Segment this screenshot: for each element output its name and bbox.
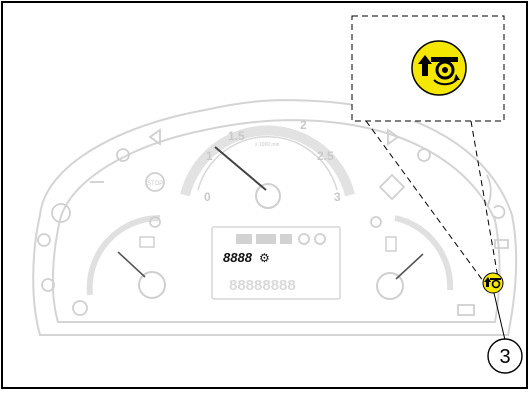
left-gauge-needle xyxy=(117,251,146,278)
lcd-segment xyxy=(256,234,276,244)
tach-hub xyxy=(255,183,281,209)
tach-tick-1: 1 xyxy=(206,149,213,163)
callout-number: 3 xyxy=(499,346,510,368)
right-turn-icon xyxy=(387,128,400,146)
lamp-icon xyxy=(486,174,492,208)
oil-icon xyxy=(37,233,51,247)
stop-icon xyxy=(145,172,165,192)
tach-unit-label: x 1000 min xyxy=(255,142,280,148)
left-gauge xyxy=(86,214,166,299)
auto-transmission-service-icon-small xyxy=(482,272,504,294)
lower-display-digits: 88888888 xyxy=(229,277,296,294)
tach-tick-0: 0 xyxy=(204,190,211,204)
brake-icon xyxy=(51,203,71,223)
tachometer: 0 1 1.5 2 2.5 3 x 1000 min xyxy=(180,118,355,209)
tach-tick-2: 2 xyxy=(300,118,307,132)
warning-icon xyxy=(378,173,406,201)
odometer-digits: 8888 xyxy=(223,250,253,265)
coolant-icon xyxy=(139,236,155,248)
right-gauge xyxy=(376,215,454,300)
stop-label: STOP xyxy=(147,181,163,187)
callout-number-circle xyxy=(487,338,523,374)
indicator-dot xyxy=(149,216,161,228)
trailer-icon xyxy=(494,239,509,249)
right-gauge-needle xyxy=(395,253,424,280)
zoom-leader-left xyxy=(365,120,487,286)
light-icon xyxy=(116,148,130,162)
auto-transmission-service-icon xyxy=(411,40,467,96)
glow-plug-icon xyxy=(41,278,55,292)
lcd-segment xyxy=(298,233,310,245)
fuel-pump-icon xyxy=(385,236,397,252)
lcd-segment xyxy=(314,233,326,245)
light-icon xyxy=(417,148,431,162)
tach-tick-2-5: 2.5 xyxy=(317,149,334,163)
cluster-housing xyxy=(32,99,518,336)
callout-leader xyxy=(493,292,506,341)
battery-icon xyxy=(457,304,475,316)
lcd-segment xyxy=(280,234,292,244)
lcd-segment xyxy=(236,234,252,244)
lamp-icon xyxy=(493,205,506,219)
zoom-leader-right xyxy=(470,120,499,279)
faded-indicators: STOP xyxy=(37,128,509,316)
center-display: 8888 ⚙ 88888888 xyxy=(211,226,341,300)
brake-wear-icon xyxy=(72,300,88,316)
indicator-dot xyxy=(370,216,382,228)
left-turn-icon xyxy=(148,128,161,146)
lcd-active-symbol: ⚙ xyxy=(259,251,270,265)
tach-needle xyxy=(214,146,267,191)
tach-tick-3: 3 xyxy=(334,190,341,204)
tach-tick-1-5: 1.5 xyxy=(228,129,245,143)
